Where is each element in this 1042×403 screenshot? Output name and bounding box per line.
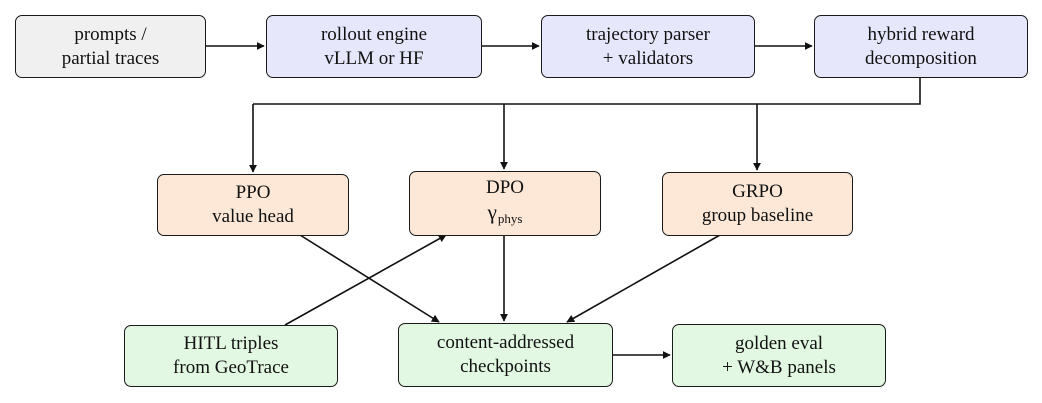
node-dpo-line1: DPO	[485, 177, 524, 198]
edge-grpo-checkpoints	[566, 234, 721, 323]
node-golden-line1: golden eval	[734, 332, 824, 354]
node-golden-line2: + W&B panels	[722, 356, 836, 378]
node-ppo: PPO value head	[157, 174, 349, 236]
node-grpo-line2: group baseline	[701, 205, 814, 226]
node-prompts: prompts / partial traces	[15, 15, 206, 78]
node-hitl-line1: HITL triples	[183, 333, 279, 354]
node-ppo-line2: value head	[212, 206, 294, 227]
node-hybrid-reward: hybrid reward decomposition	[814, 15, 1028, 78]
node-trajectory-parser: trajectory parser + validators	[541, 15, 755, 78]
gamma-symbol: γ	[487, 200, 497, 224]
node-reward-line1: hybrid reward	[867, 23, 975, 45]
gamma-subscript: phys	[497, 211, 523, 226]
node-reward-line2: decomposition	[865, 47, 977, 69]
edge-reward-bus	[253, 78, 921, 105]
node-grpo: GRPO group baseline	[662, 172, 853, 236]
node-hitl-triples: HITL triples from GeoTrace	[124, 325, 338, 387]
node-rollout-line1: rollout engine	[320, 23, 428, 45]
node-prompts-line2: partial traces	[61, 47, 160, 69]
node-checkpoints-line1: content-addressed	[436, 332, 575, 353]
node-hitl-line2: from GeoTrace	[173, 357, 289, 378]
node-rollout-engine: rollout engine vLLM or HF	[266, 15, 482, 78]
node-ppo-line1: PPO	[235, 182, 271, 203]
edge-hitl-dpo	[284, 234, 447, 326]
node-checkpoints: content-addressed checkpoints	[398, 323, 613, 387]
node-parser-line1: trajectory parser	[586, 23, 710, 45]
node-checkpoints-line2: checkpoints	[460, 356, 551, 377]
node-prompts-line1: prompts /	[74, 23, 147, 45]
node-dpo-gamma: γphys	[488, 200, 523, 231]
node-parser-line2: + validators	[602, 47, 694, 69]
node-golden-eval: golden eval + W&B panels	[672, 324, 886, 387]
node-grpo-line1: GRPO	[732, 181, 783, 202]
node-dpo: DPO γphys	[409, 171, 601, 236]
node-rollout-line2: vLLM or HF	[324, 47, 424, 69]
